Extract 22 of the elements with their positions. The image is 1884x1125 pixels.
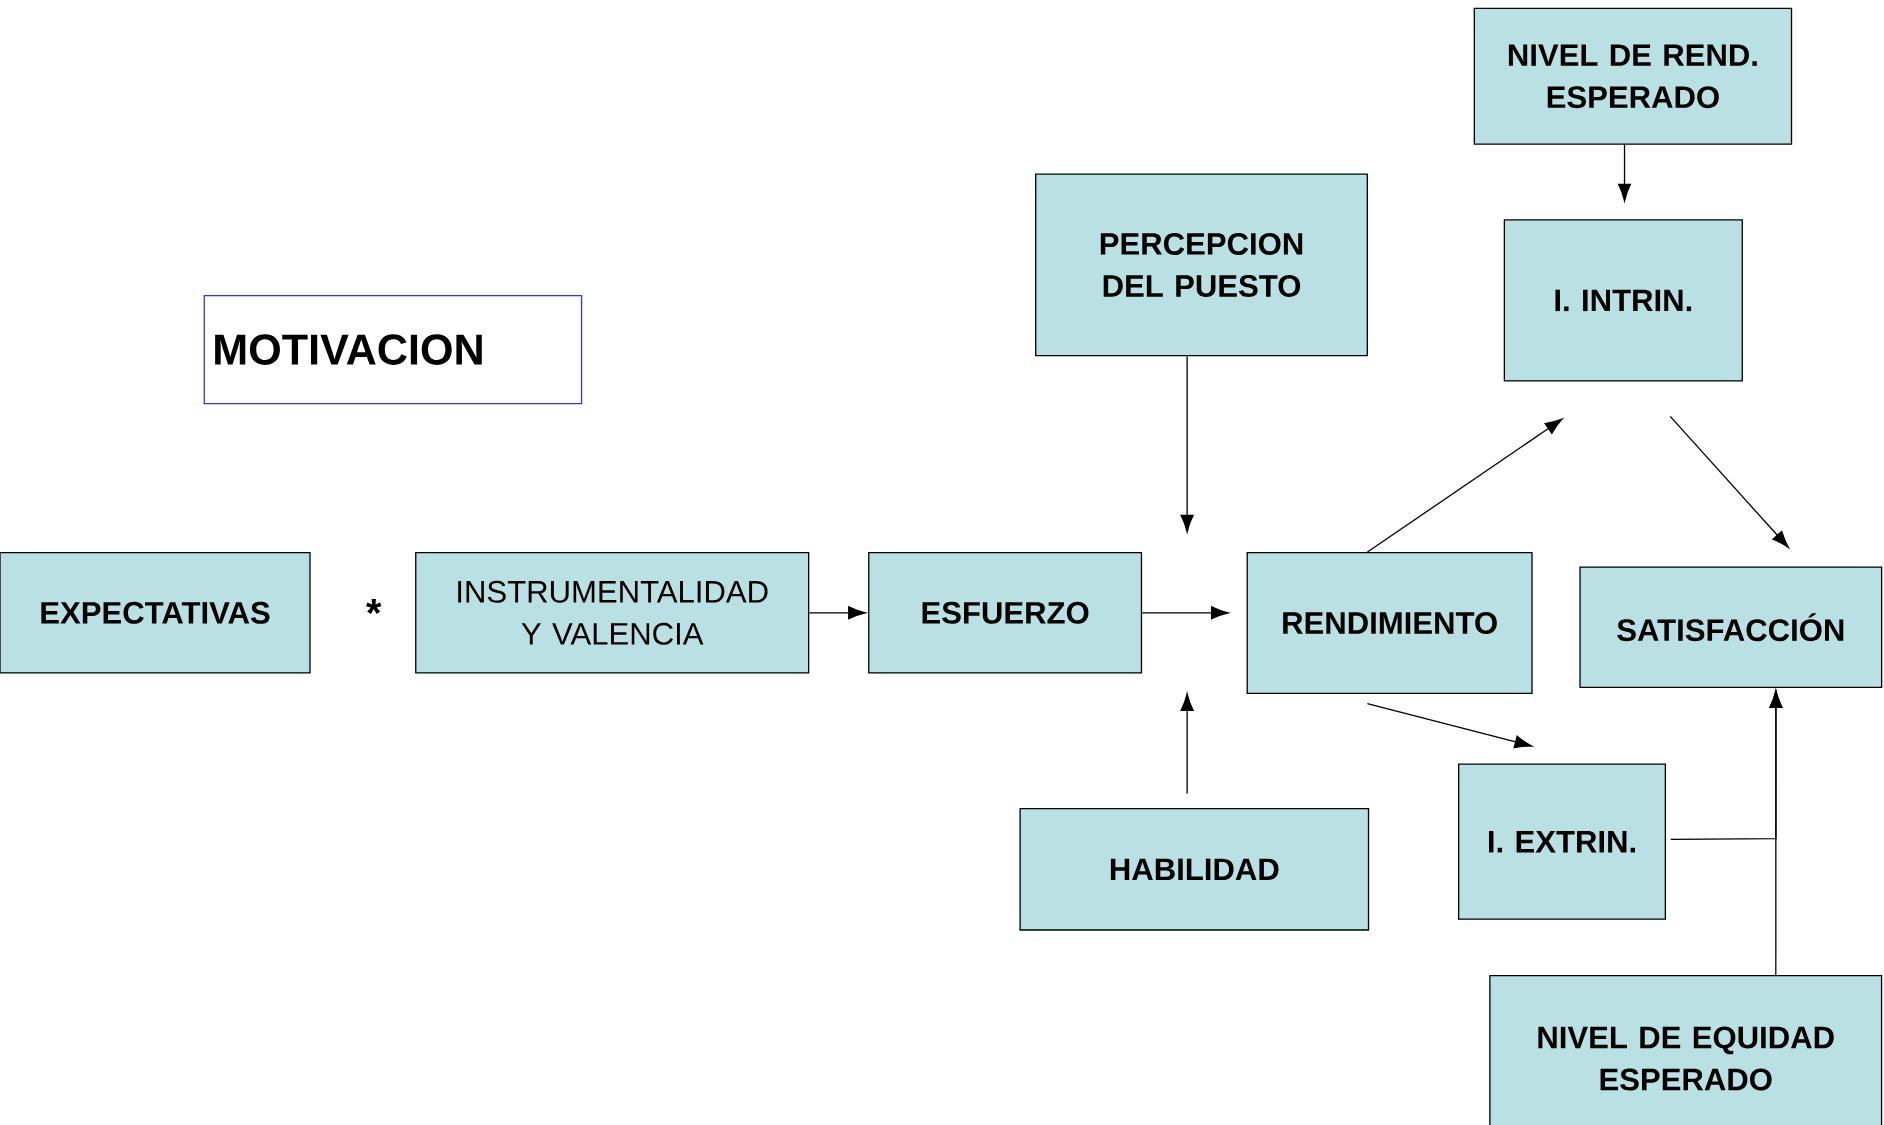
arrow: [1669, 415, 1790, 549]
process-box: HABILIDAD: [1019, 807, 1370, 931]
process-box: NIVEL DE EQUIDAD ESPERADO: [1489, 974, 1883, 1125]
arrow: [1366, 702, 1533, 749]
process-box: RENDIMIENTO: [1246, 552, 1533, 694]
arrow: [1180, 693, 1194, 795]
arrow: [1769, 690, 1783, 976]
arrow: [808, 606, 866, 620]
process-box: INSTRUMENTALIDAD Y VALENCIA: [415, 552, 810, 674]
process-box: PERCEPCION DEL PUESTO: [1035, 173, 1368, 357]
process-box: I. INTRIN.: [1503, 219, 1743, 382]
arrow: [1366, 418, 1563, 553]
process-box: NIVEL DE REND. ESPERADO: [1473, 7, 1793, 145]
process-box: I. EXTRIN.: [1458, 763, 1666, 920]
arrow: [1617, 144, 1632, 202]
title-box: MOTIVACION: [203, 294, 583, 405]
process-box: EXPECTATIVAS: [0, 552, 311, 674]
arrow: [1180, 355, 1194, 533]
asterisk-label: *: [366, 599, 382, 614]
process-box: ESFUERZO: [868, 552, 1143, 674]
process-box: SATISFACCIÓN: [1579, 566, 1883, 688]
arrow: [1141, 606, 1229, 620]
